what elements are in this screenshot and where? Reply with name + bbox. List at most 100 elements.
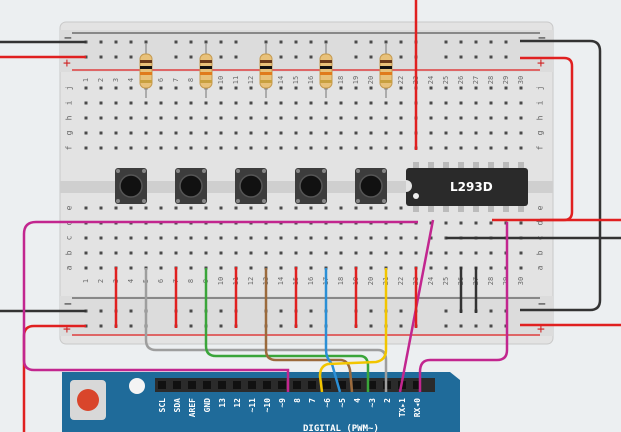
rail-hole[interactable] (99, 309, 103, 313)
breadboard-hole[interactable] (84, 131, 88, 135)
breadboard-hole[interactable] (324, 116, 328, 120)
breadboard-hole[interactable] (279, 236, 283, 240)
header-pin[interactable] (338, 381, 346, 389)
rail-hole[interactable] (114, 55, 118, 59)
breadboard-hole[interactable] (99, 101, 103, 105)
breadboard-hole[interactable] (234, 146, 238, 150)
breadboard-hole[interactable] (474, 221, 478, 225)
breadboard-hole[interactable] (309, 266, 313, 270)
breadboard-hole[interactable] (174, 146, 178, 150)
breadboard-hole[interactable] (444, 251, 448, 255)
rail-hole[interactable] (294, 55, 298, 59)
breadboard-hole[interactable] (189, 86, 193, 90)
breadboard-hole[interactable] (459, 116, 463, 120)
rail-hole[interactable] (399, 55, 403, 59)
breadboard-hole[interactable] (279, 131, 283, 135)
breadboard-hole[interactable] (204, 131, 208, 135)
breadboard-hole[interactable] (354, 251, 358, 255)
breadboard-hole[interactable] (144, 146, 148, 150)
breadboard-hole[interactable] (444, 221, 448, 225)
breadboard-hole[interactable] (369, 206, 373, 210)
rail-hole[interactable] (234, 55, 238, 59)
breadboard-hole[interactable] (129, 131, 133, 135)
rail-hole[interactable] (204, 40, 208, 44)
breadboard-hole[interactable] (174, 116, 178, 120)
push-button-icon[interactable] (175, 168, 207, 204)
breadboard-hole[interactable] (489, 251, 493, 255)
breadboard-hole[interactable] (369, 101, 373, 105)
rail-hole[interactable] (459, 324, 463, 328)
breadboard-hole[interactable] (234, 116, 238, 120)
breadboard-hole[interactable] (414, 251, 418, 255)
breadboard-hole[interactable] (339, 206, 343, 210)
breadboard-hole[interactable] (519, 131, 523, 135)
rail-hole[interactable] (474, 324, 478, 328)
breadboard-hole[interactable] (384, 101, 388, 105)
breadboard-hole[interactable] (114, 131, 118, 135)
rail-hole[interactable] (309, 309, 313, 313)
breadboard-hole[interactable] (204, 251, 208, 255)
breadboard-hole[interactable] (444, 131, 448, 135)
header-pin[interactable] (188, 381, 196, 389)
rail-hole[interactable] (174, 55, 178, 59)
breadboard-hole[interactable] (234, 86, 238, 90)
breadboard-hole[interactable] (399, 131, 403, 135)
breadboard-hole[interactable] (519, 116, 523, 120)
breadboard-hole[interactable] (249, 101, 253, 105)
breadboard-hole[interactable] (474, 86, 478, 90)
breadboard-hole[interactable] (159, 146, 163, 150)
breadboard-hole[interactable] (489, 101, 493, 105)
breadboard-hole[interactable] (174, 86, 178, 90)
breadboard-hole[interactable] (219, 146, 223, 150)
rail-hole[interactable] (309, 55, 313, 59)
rail-hole[interactable] (354, 40, 358, 44)
rail-hole[interactable] (219, 309, 223, 313)
breadboard-hole[interactable] (339, 251, 343, 255)
breadboard-hole[interactable] (429, 146, 433, 150)
breadboard-hole[interactable] (489, 221, 493, 225)
breadboard-hole[interactable] (129, 146, 133, 150)
breadboard-hole[interactable] (159, 206, 163, 210)
breadboard-hole[interactable] (384, 251, 388, 255)
breadboard-hole[interactable] (189, 101, 193, 105)
breadboard-hole[interactable] (489, 116, 493, 120)
breadboard-hole[interactable] (489, 131, 493, 135)
breadboard-hole[interactable] (159, 131, 163, 135)
breadboard-hole[interactable] (369, 266, 373, 270)
breadboard-hole[interactable] (144, 206, 148, 210)
breadboard-hole[interactable] (354, 101, 358, 105)
rail-hole[interactable] (504, 55, 508, 59)
breadboard-hole[interactable] (324, 206, 328, 210)
breadboard-hole[interactable] (219, 236, 223, 240)
breadboard-hole[interactable] (99, 251, 103, 255)
header-pin[interactable] (323, 381, 331, 389)
breadboard-hole[interactable] (504, 131, 508, 135)
breadboard-hole[interactable] (324, 131, 328, 135)
breadboard-hole[interactable] (339, 116, 343, 120)
breadboard-hole[interactable] (309, 86, 313, 90)
breadboard-hole[interactable] (279, 206, 283, 210)
rail-hole[interactable] (444, 309, 448, 313)
rail-hole[interactable] (129, 40, 133, 44)
breadboard-hole[interactable] (249, 146, 253, 150)
breadboard-hole[interactable] (519, 101, 523, 105)
breadboard-hole[interactable] (99, 86, 103, 90)
resistor-icon[interactable] (319, 44, 333, 98)
breadboard-hole[interactable] (399, 266, 403, 270)
breadboard-hole[interactable] (399, 146, 403, 150)
breadboard-hole[interactable] (369, 86, 373, 90)
breadboard-hole[interactable] (249, 236, 253, 240)
breadboard-hole[interactable] (369, 116, 373, 120)
rail-hole[interactable] (144, 40, 148, 44)
rail-hole[interactable] (369, 55, 373, 59)
breadboard-hole[interactable] (459, 221, 463, 225)
rail-hole[interactable] (234, 40, 238, 44)
breadboard-hole[interactable] (114, 116, 118, 120)
breadboard-hole[interactable] (309, 251, 313, 255)
breadboard-hole[interactable] (219, 116, 223, 120)
header-pin[interactable] (263, 381, 271, 389)
breadboard-hole[interactable] (84, 266, 88, 270)
breadboard-hole[interactable] (219, 266, 223, 270)
breadboard-hole[interactable] (369, 236, 373, 240)
